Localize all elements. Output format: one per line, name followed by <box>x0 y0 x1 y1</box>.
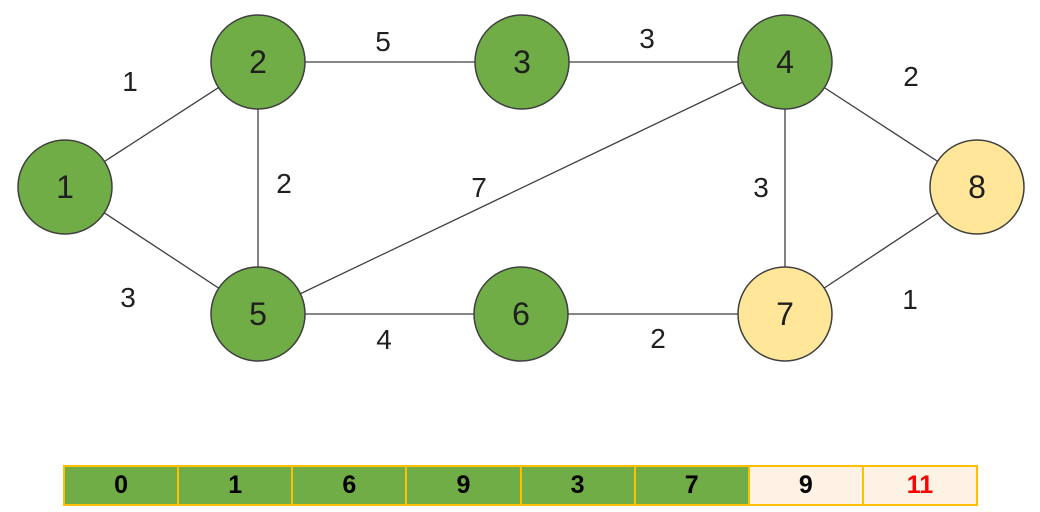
distance-cell-4: 9 <box>407 467 522 504</box>
edge-weight-1-5: 3 <box>120 282 136 313</box>
node-1-circle <box>17 139 113 235</box>
distance-cell-1: 0 <box>65 467 180 504</box>
edge-weight-7-8: 1 <box>902 284 918 315</box>
node-1-label: 1 <box>56 169 74 205</box>
distance-cell-7: 9 <box>749 467 864 504</box>
node-8-circle <box>929 139 1025 235</box>
edge-weight-1-2: 1 <box>122 66 138 97</box>
node-7-circle <box>737 266 833 362</box>
distance-cell-6: 7 <box>635 467 750 504</box>
edge-weight-5-4: 7 <box>471 172 487 203</box>
edge-weight-6-7: 2 <box>650 323 666 354</box>
edge-weight-5-6: 4 <box>376 324 392 355</box>
node-2-label: 2 <box>249 44 267 80</box>
node-7-label: 7 <box>776 296 794 332</box>
node-5-label: 5 <box>249 296 267 332</box>
node-3-circle <box>474 14 570 110</box>
edge-weight-2-5: 2 <box>276 168 292 199</box>
edge-5-4 <box>257 61 786 315</box>
node-4-label: 4 <box>776 44 794 80</box>
node-2-circle <box>210 14 306 110</box>
node-4-circle <box>737 14 833 110</box>
edge-weight-4-8: 2 <box>903 61 919 92</box>
distance-cell-5: 3 <box>521 467 636 504</box>
node-8-label: 8 <box>968 169 986 205</box>
node-3-label: 3 <box>513 44 531 80</box>
node-6-label: 6 <box>512 296 530 332</box>
node-5-circle <box>210 266 306 362</box>
distance-cell-2: 1 <box>179 467 294 504</box>
edge-weight-4-7: 3 <box>753 172 769 203</box>
node-6-circle <box>473 266 569 362</box>
distance-cell-8: 11 <box>863 467 976 504</box>
distance-cell-3: 6 <box>293 467 408 504</box>
edge-weight-2-3: 5 <box>375 26 391 57</box>
edge-weight-3-4: 3 <box>639 23 655 54</box>
